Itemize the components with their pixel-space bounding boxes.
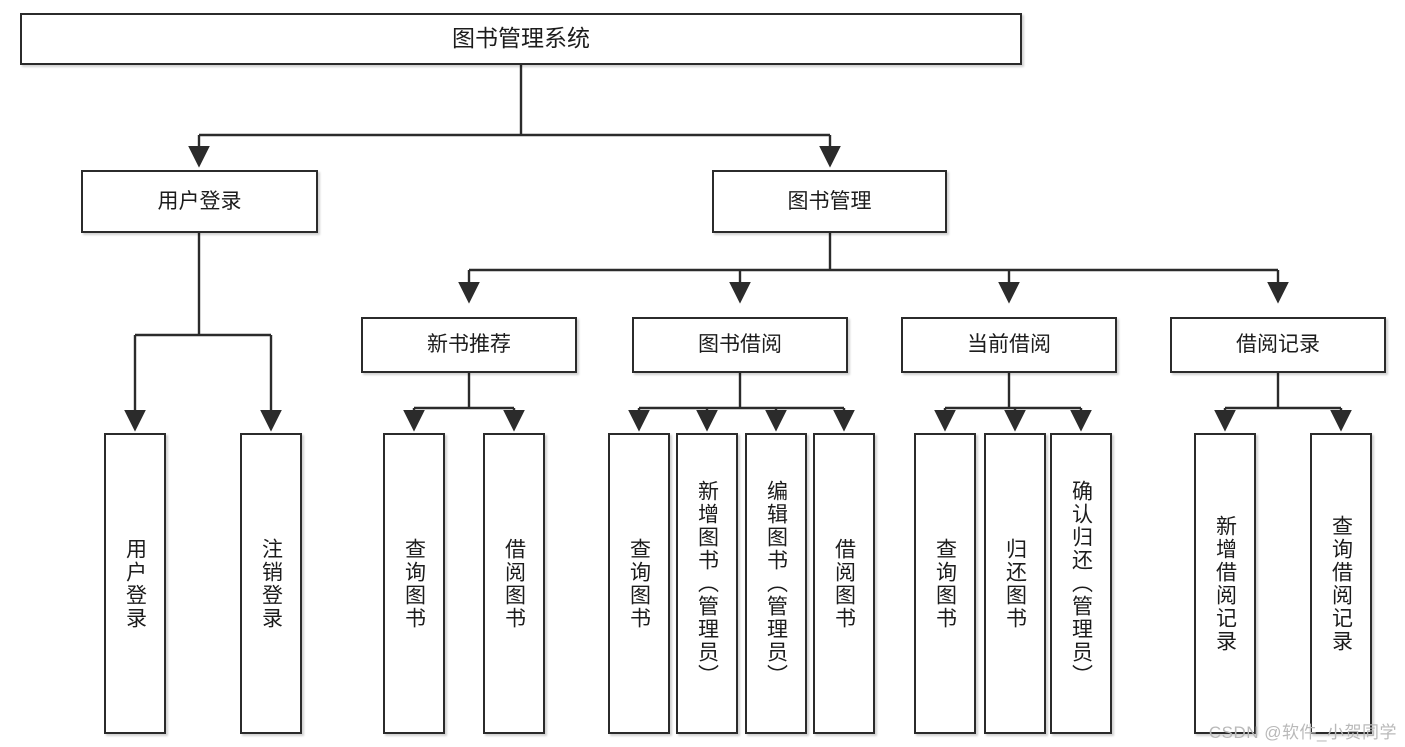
node-current-borrow-label: 当前借阅 <box>967 333 1051 357</box>
node-book-borrow[interactable]: 图书借阅 <box>632 317 848 373</box>
node-leaf-add-book-label: 新增图书（管理员） <box>695 480 719 687</box>
node-leaf-return-book-label: 归还图书 <box>1003 537 1027 630</box>
node-leaf-query-record-label: 查询借阅记录 <box>1329 514 1353 653</box>
node-book-management[interactable]: 图书管理 <box>712 170 947 233</box>
node-book-borrow-label: 图书借阅 <box>698 333 782 357</box>
node-borrow-record[interactable]: 借阅记录 <box>1170 317 1386 373</box>
node-user-login-label: 用户登录 <box>157 189 242 213</box>
node-leaf-query-record[interactable]: 查询借阅记录 <box>1310 433 1372 734</box>
node-leaf-user-logout[interactable]: 注销登录 <box>240 433 302 734</box>
watermark: CSDN @软件_小贺同学 <box>1208 723 1397 742</box>
node-new-book-recommend[interactable]: 新书推荐 <box>361 317 577 373</box>
node-leaf-confirm-return[interactable]: 确认归还（管理员） <box>1050 433 1112 734</box>
node-leaf-edit-book-label: 编辑图书（管理员） <box>764 480 788 687</box>
node-leaf-borrow-book-2[interactable]: 借阅图书 <box>813 433 875 734</box>
node-leaf-add-record-label: 新增借阅记录 <box>1213 514 1237 653</box>
node-leaf-query-book-1-label: 查询图书 <box>402 537 426 630</box>
node-borrow-record-label: 借阅记录 <box>1236 333 1320 357</box>
node-leaf-borrow-book-1-label: 借阅图书 <box>502 537 526 630</box>
node-leaf-query-book-2[interactable]: 查询图书 <box>608 433 670 734</box>
node-leaf-user-logout-label: 注销登录 <box>259 537 283 630</box>
node-leaf-confirm-return-label: 确认归还（管理员） <box>1069 480 1093 687</box>
node-leaf-add-record[interactable]: 新增借阅记录 <box>1194 433 1256 734</box>
node-leaf-query-book-1[interactable]: 查询图书 <box>383 433 445 734</box>
node-leaf-user-login-label: 用户登录 <box>123 537 147 630</box>
node-new-book-recommend-label: 新书推荐 <box>427 333 511 357</box>
node-leaf-query-book-3[interactable]: 查询图书 <box>914 433 976 734</box>
node-book-management-label: 图书管理 <box>787 189 872 213</box>
node-leaf-query-book-2-label: 查询图书 <box>627 537 651 630</box>
node-leaf-return-book[interactable]: 归还图书 <box>984 433 1046 734</box>
node-root-label: 图书管理系统 <box>452 25 590 52</box>
node-root[interactable]: 图书管理系统 <box>20 13 1022 65</box>
node-leaf-edit-book[interactable]: 编辑图书（管理员） <box>745 433 807 734</box>
node-leaf-add-book[interactable]: 新增图书（管理员） <box>676 433 738 734</box>
node-leaf-user-login[interactable]: 用户登录 <box>104 433 166 734</box>
node-leaf-borrow-book-2-label: 借阅图书 <box>832 537 856 630</box>
node-leaf-query-book-3-label: 查询图书 <box>933 537 957 630</box>
node-current-borrow[interactable]: 当前借阅 <box>901 317 1117 373</box>
node-user-login[interactable]: 用户登录 <box>81 170 318 233</box>
node-leaf-borrow-book-1[interactable]: 借阅图书 <box>483 433 545 734</box>
